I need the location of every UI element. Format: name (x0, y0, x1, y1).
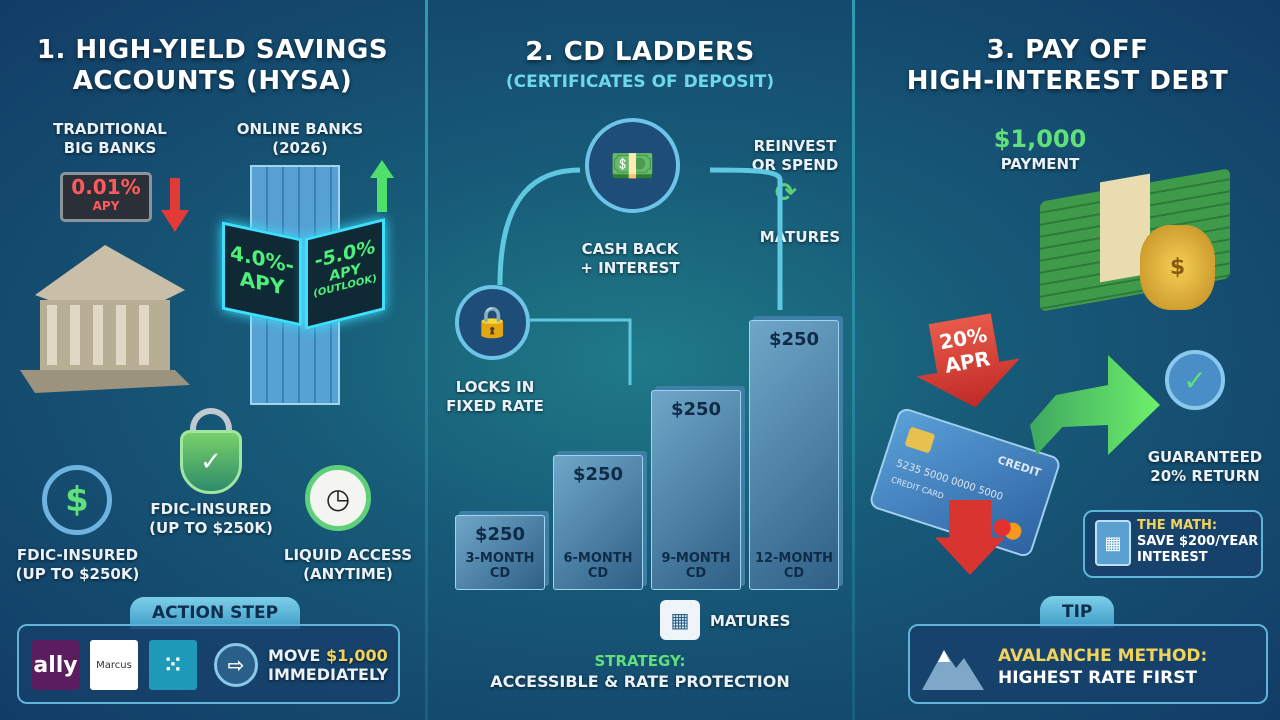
cd-amount: $250 (768, 329, 820, 350)
marcus-logo: Marcus (90, 640, 138, 690)
online-rate-screen-left: 4.0%- APY (222, 221, 302, 327)
label-line: GUARANTEED (1147, 448, 1263, 466)
label-line: 20% RETURN (1150, 467, 1260, 485)
transfer-arrow-icon: ⇨ (214, 643, 258, 687)
gold-coins-icon: $ (1140, 225, 1215, 310)
mountain-icon (922, 650, 984, 690)
bank-building-icon (15, 235, 190, 395)
feature-label-1: FDIC-INSURED(UP TO $250K) (5, 546, 150, 584)
label-line: OR SPEND (751, 156, 839, 174)
cd-step-9-month: $250 9-MONTH CD (651, 390, 741, 590)
clock-icon: ◷ (305, 465, 371, 531)
cd-name: 12-MONTH CD (754, 551, 834, 581)
traditional-rate-unit: APY (92, 199, 120, 213)
apr-down-arrow: 20%APR (908, 310, 1027, 417)
cd-amount: $250 (474, 524, 526, 545)
ally-logo: ally (32, 640, 79, 690)
math-title: THE MATH: (1137, 518, 1218, 533)
red-down-arrow-shaft (170, 178, 180, 212)
title-line: 3. PAY OFF (986, 35, 1149, 65)
title-line: 1. HIGH-YIELD SAVINGS (36, 35, 389, 65)
cd-name: 3-MONTH CD (465, 551, 535, 581)
feature-line: (ANYTIME) (303, 565, 393, 583)
feature-label-2: FDIC-INSURED(UP TO $250K) (140, 500, 282, 538)
feature-line: LIQUID ACCESS (283, 546, 413, 564)
title-line: HIGH-INTEREST DEBT (906, 66, 1229, 96)
math-line: SAVE $200/YEAR (1137, 534, 1259, 549)
lock-shackle (190, 408, 232, 438)
shield-lock-icon: ✓ (180, 430, 242, 494)
cd-step-6-month: $250 6-MONTH CD (553, 455, 643, 590)
flow-arrows (497, 167, 783, 385)
label-line: + INTEREST (580, 259, 680, 277)
cash-back-label: CASH BACK+ INTEREST (560, 240, 700, 278)
cash-coins-icon: 💵 (585, 118, 680, 213)
cd-step-3-month: $250 3-MONTH CD (455, 515, 545, 590)
feature-line: (UP TO $250K) (149, 519, 273, 537)
tip-tab: TIP (1040, 596, 1115, 628)
online-banks-label: ONLINE BANKS(2026) (215, 120, 385, 158)
label-line: BIG BANKS (63, 139, 157, 157)
action-step-box (17, 624, 400, 704)
feature-label-3: LIQUID ACCESS(ANYTIME) (272, 546, 424, 584)
award-badge-icon: ✓ (1165, 350, 1225, 410)
card-brand-text: CREDIT (995, 453, 1043, 480)
calculator-icon: ▦ (1095, 520, 1131, 566)
panel2-subtitle: (CERTIFICATES OF DEPOSIT) (505, 72, 775, 92)
matures-bottom-label: MATURES (710, 612, 791, 630)
action-amount: $1,000 (325, 646, 388, 665)
tip-box (908, 624, 1268, 704)
action-text: MOVE $1,000 IMMEDIATELY (268, 646, 388, 684)
payment-label: PAYMENT (1000, 155, 1080, 173)
bank-dots-logo: ⁙ (149, 640, 197, 690)
panel2-title: 2. CD LADDERS (525, 37, 755, 67)
green-up-arrow-shaft (377, 177, 387, 212)
title-line: ACCOUNTS (HYSA) (72, 66, 353, 96)
divider-left (425, 0, 428, 720)
tip-text: AVALANCHE METHOD: HIGHEST RATE FIRST (998, 645, 1207, 689)
strategy-text: ACCESSIBLE & RATE PROTECTION (490, 672, 790, 691)
tip-line-1: AVALANCHE METHOD: (998, 646, 1208, 666)
cd-step-12-month: $250 12-MONTH CD (749, 320, 839, 590)
label-line: REINVEST (753, 137, 837, 155)
action-step-tab: ACTION STEP (130, 597, 301, 629)
strategy-label: STRATEGY: (594, 652, 686, 670)
online-rate-screen-right: -5.0% APY (OUTLOOK) (305, 218, 385, 330)
label-line: (2026) (272, 139, 328, 157)
red-down-arrow-icon (161, 210, 189, 232)
feature-line: FDIC-INSURED (150, 500, 272, 518)
label-line: TRADITIONAL (53, 120, 167, 138)
cd-amount: $250 (670, 399, 722, 420)
panel1-title: 1. HIGH-YIELD SAVINGS ACCOUNTS (HYSA) (0, 35, 425, 97)
label-line: CASH BACK (581, 240, 679, 258)
feature-line: FDIC-INSURED (16, 546, 139, 564)
label-line: LOCKS IN (455, 378, 535, 396)
action-text-immediately: IMMEDIATELY (268, 665, 389, 684)
card-chip (904, 426, 936, 454)
cd-name: 9-MONTH CD (661, 551, 731, 581)
cd-name: 6-MONTH CD (563, 551, 633, 581)
divider-right (852, 0, 855, 720)
green-right-arrow-icon (1030, 355, 1160, 455)
label-line: ONLINE BANKS (236, 120, 364, 138)
padlock-gear-icon: 🔒 (455, 285, 530, 360)
payment-amount: $1,000 (993, 125, 1087, 153)
feature-line: (UP TO $250K) (15, 565, 140, 583)
traditional-rate: 0.01% (71, 175, 141, 199)
green-up-arrow-icon (370, 160, 394, 178)
traditional-rate-sign: 0.01% APY (60, 172, 152, 222)
label-line: FIXED RATE (446, 397, 544, 415)
action-text-move: MOVE (268, 646, 326, 665)
cd-amount: $250 (572, 464, 624, 485)
math-line: INTEREST (1137, 550, 1208, 565)
dollar-cycle-icon: $ (42, 465, 112, 535)
calendar-icon: ▦ (660, 600, 700, 640)
tip-line-2: HIGHEST RATE FIRST (998, 668, 1198, 688)
